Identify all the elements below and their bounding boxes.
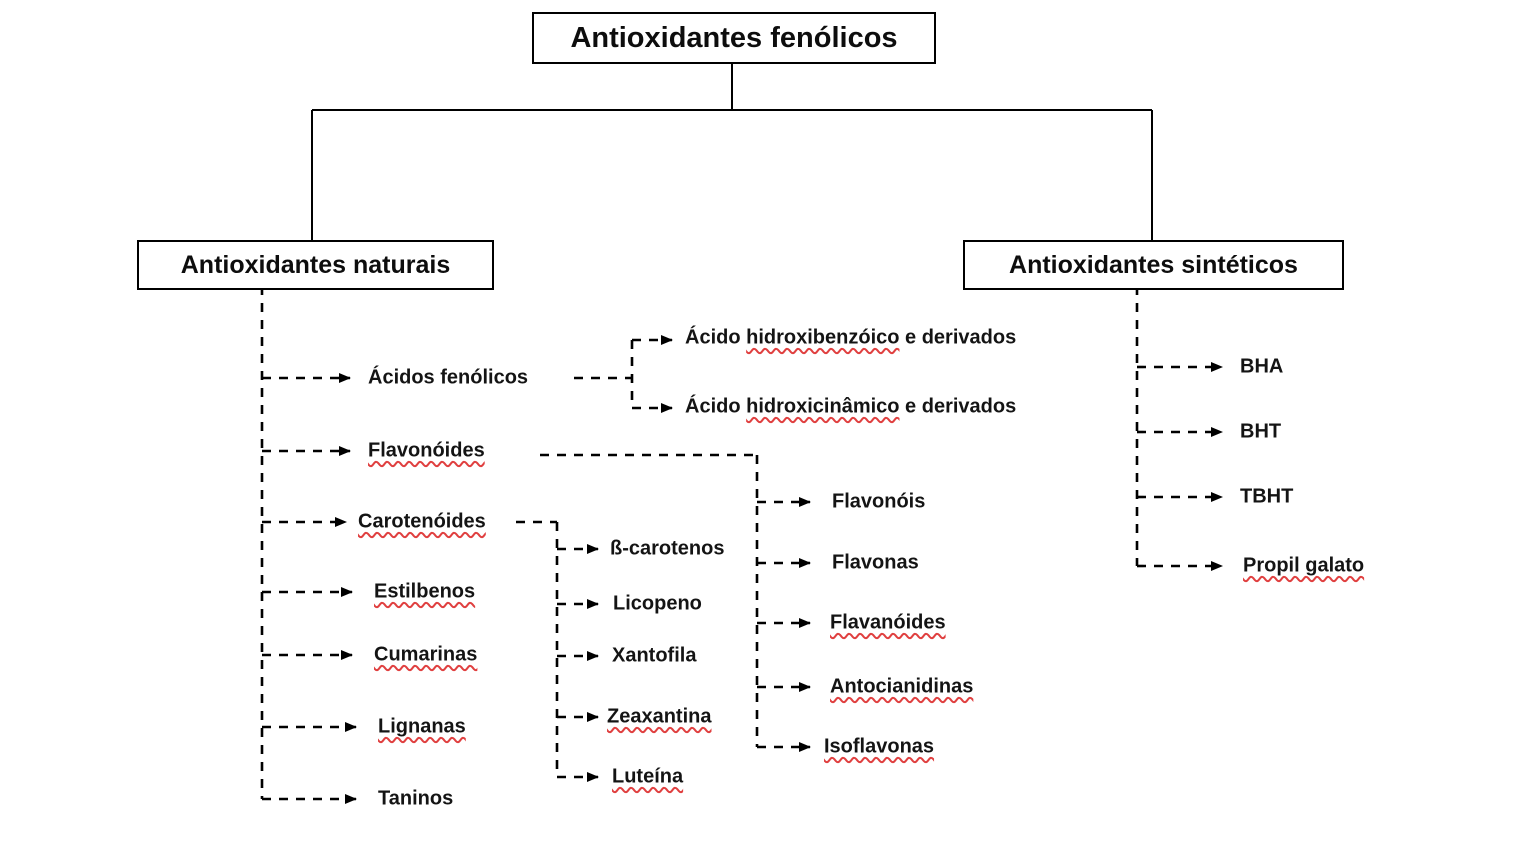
tree-solid-connectors: [311, 60, 1153, 240]
acido-word: hidroxibenzóico: [746, 326, 900, 349]
node-taninos: Taninos: [378, 787, 454, 810]
node-carotenoides: Carotenóides: [358, 510, 486, 533]
node-lignanas: Lignanas: [378, 715, 466, 738]
node-flavanoides: Flavanóides: [830, 611, 946, 634]
natural-branch-connectors: [260, 286, 357, 804]
node-root-label: Antioxidantes fenólicos: [570, 21, 898, 54]
node-root: Antioxidantes fenólicos: [532, 12, 936, 64]
node-beta-carotenos: ß-carotenos: [610, 537, 725, 560]
acido-word: hidroxicinâmico: [746, 395, 900, 418]
acidos-branch-connectors: [574, 335, 673, 413]
node-isoflavonas: Isoflavonas: [824, 735, 935, 758]
node-acido-hidroxicinamico: Ácido hidroxicinâmico e derivados: [685, 396, 1016, 419]
acido-suffix: e derivados: [899, 326, 1017, 349]
node-acidos-fenolicos: Ácidos fenólicos: [368, 366, 529, 389]
node-synthetic: Antioxidantes sintéticos: [963, 240, 1344, 290]
node-acido-hidroxibenzoico: Ácido hidroxibenzóico e derivados: [685, 327, 1016, 350]
node-synthetic-label: Antioxidantes sintéticos: [1009, 250, 1298, 279]
node-propil-galato: Propil galato: [1243, 554, 1365, 577]
carotenoides-branch-connectors: [516, 520, 599, 782]
node-luteina: Luteína: [612, 765, 684, 788]
node-zeaxantina: Zeaxantina: [607, 705, 712, 728]
node-flavonoides: Flavonóides: [368, 439, 485, 462]
node-bht: BHT: [1240, 420, 1282, 443]
node-natural: Antioxidantes naturais: [137, 240, 494, 290]
acido-prefix: Ácido: [685, 326, 747, 349]
node-flavonas: Flavonas: [832, 551, 919, 574]
synthetic-branch-connectors: [1135, 286, 1223, 571]
node-xantofila: Xantofila: [612, 644, 697, 667]
node-cumarinas: Cumarinas: [374, 643, 478, 666]
node-licopeno: Licopeno: [613, 592, 702, 615]
node-bha: BHA: [1240, 355, 1284, 378]
node-estilbenos: Estilbenos: [374, 580, 476, 603]
acido-suffix: e derivados: [899, 395, 1017, 418]
acido-prefix: Ácido: [685, 395, 747, 418]
node-flavonois: Flavonóis: [832, 490, 926, 513]
node-antocianidinas: Antocianidinas: [830, 675, 974, 698]
flavonoides-branch-connectors: [540, 453, 811, 752]
node-tbht: TBHT: [1240, 485, 1294, 508]
node-natural-label: Antioxidantes naturais: [180, 250, 451, 279]
